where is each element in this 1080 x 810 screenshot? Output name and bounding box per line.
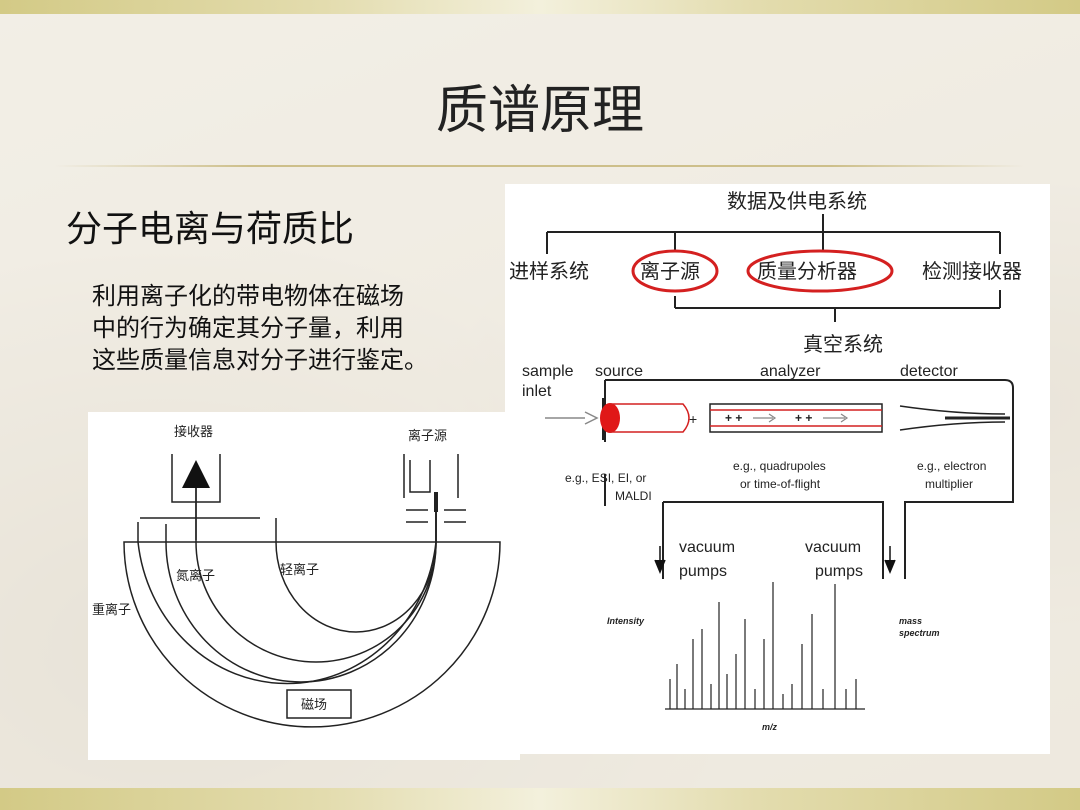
body-line: 中的行为确定其分子量，利用	[92, 314, 404, 342]
power-system-label: 数据及供电系统	[727, 189, 867, 213]
module-ion-source: 离子源	[640, 259, 700, 283]
light-ion-trajectory	[275, 512, 437, 633]
plus-sign: +	[689, 411, 697, 427]
mass-spectrum-label: mass	[899, 616, 922, 626]
analyzer-highlight	[746, 249, 894, 293]
ion-group: + +	[725, 411, 742, 425]
source-capillary	[610, 403, 690, 433]
detector-label: detector	[900, 363, 958, 380]
magnetic-sector-diagram: 接收器 离子源 氮离子 轻离子 重离子 磁场	[92, 424, 501, 728]
body-paragraph: 利用离子化的带电物体在磁场 中的行为确定其分子量，利用 这些质量信息对分子进行鉴…	[92, 280, 512, 376]
inlet-label: inlet	[522, 383, 552, 400]
pump-label: pumps	[815, 563, 863, 580]
magnetic-field-region	[123, 541, 501, 728]
source-note: MALDI	[615, 489, 652, 503]
sample-arrow-icon	[545, 411, 599, 425]
source-note: e.g., ESI, EI, or	[565, 471, 646, 485]
vacuum-system-label: 真空系统	[803, 332, 883, 356]
chamber-outline	[605, 379, 1014, 579]
module-inlet: 进样系统	[509, 259, 589, 283]
detector-note: multiplier	[925, 477, 973, 491]
sample-label: sample	[522, 363, 574, 380]
magnetic-field-label: 磁场	[301, 698, 327, 713]
slide-title: 质谱原理	[435, 81, 644, 141]
pump-label: vacuum	[679, 539, 735, 556]
body-line: 利用离子化的带电物体在磁场	[92, 282, 404, 310]
ion-arrow-icon	[823, 413, 849, 423]
pump-arrow-icon	[884, 546, 896, 574]
detector-note: e.g., electron	[917, 459, 986, 473]
top-decor-bar	[0, 0, 1080, 14]
intensity-axis-label: Intensity	[607, 616, 645, 626]
title-divider	[55, 165, 1025, 167]
mass-spec-diagram: 数据及供电系统 进样系统 离子源 质量分析器 检测接收器 真空系统 sample…	[509, 189, 1022, 732]
analyzer-tube	[709, 403, 883, 433]
heavy-ion-trajectory	[137, 512, 437, 685]
ion-group: + +	[795, 411, 812, 425]
module-detector: 检测接收器	[922, 259, 1022, 283]
heavy-ion-label: 重离子	[92, 602, 131, 618]
slide-subtitle: 分子电离与荷质比	[66, 209, 355, 250]
mz-axis-label: m/z	[762, 722, 778, 732]
ion-source-highlight	[631, 249, 719, 293]
mass-spec-diagram-panel: 数据及供电系统 进样系统 离子源 质量分析器 检测接收器 真空系统 sample…	[505, 184, 1050, 754]
receiver-triangle-icon	[182, 460, 210, 488]
bottom-decor-bar	[0, 788, 1080, 810]
pump-arrow-icon	[654, 546, 666, 574]
mass-spectrum-label: spectrum	[899, 628, 940, 638]
medium-ion-trajectory	[195, 488, 437, 663]
light-ion-label: 轻离子	[280, 562, 319, 578]
pump-label: vacuum	[805, 539, 861, 556]
medium-ion-label: 氮离子	[176, 568, 215, 584]
magnetic-sector-panel: 接收器 离子源 氮离子 轻离子 重离子 磁场	[88, 412, 520, 760]
source-box	[403, 454, 459, 498]
analyzer-note: e.g., quadrupoles	[733, 459, 826, 473]
mass-spectrum	[665, 582, 865, 710]
pump-label: pumps	[679, 563, 727, 580]
magnetic-field-box	[286, 689, 352, 719]
ion-source-blob	[600, 403, 620, 433]
ion-trajectory	[165, 512, 437, 683]
source-label: source	[595, 363, 643, 380]
electron-multiplier-horn	[899, 405, 1006, 431]
analyzer-label: analyzer	[760, 363, 821, 380]
body-line: 这些质量信息对分子进行鉴定。	[92, 346, 428, 374]
receiver-label: 接收器	[174, 424, 213, 440]
module-mass-analyzer: 质量分析器	[757, 259, 857, 283]
analyzer-note: or time-of-flight	[740, 477, 821, 491]
ion-arrow-icon	[753, 413, 777, 423]
ion-source-label: 离子源	[408, 428, 447, 444]
